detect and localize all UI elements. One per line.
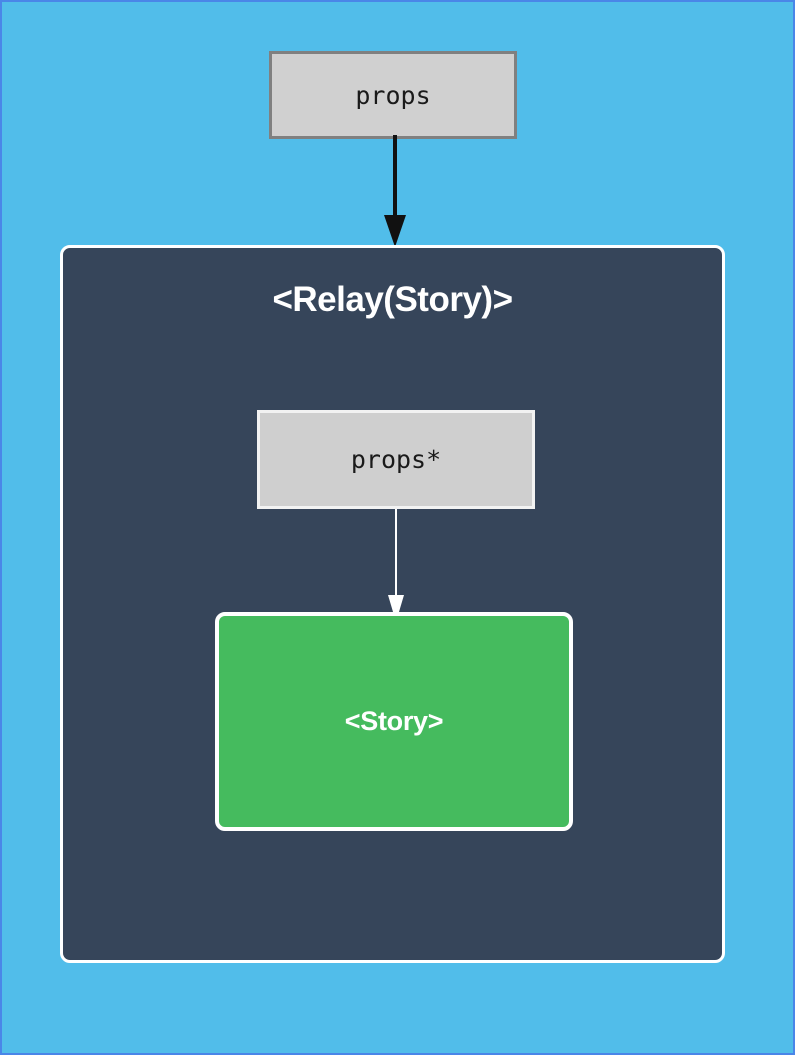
node-outer-props-label: props — [355, 80, 431, 110]
node-inner-props[interactable]: props* — [257, 410, 535, 509]
props-star-to-story-arrow — [388, 509, 404, 622]
node-relay-container[interactable]: <Relay(Story)> props* <Story> — [60, 245, 725, 963]
node-story-component[interactable]: <Story> — [215, 612, 573, 831]
props-to-relay-arrow — [384, 135, 406, 247]
node-relay-container-label: <Relay(Story)> — [272, 280, 513, 319]
node-inner-props-label: props* — [350, 445, 442, 474]
node-outer-props[interactable]: props — [269, 51, 517, 139]
node-story-component-label: <Story> — [344, 706, 444, 736]
